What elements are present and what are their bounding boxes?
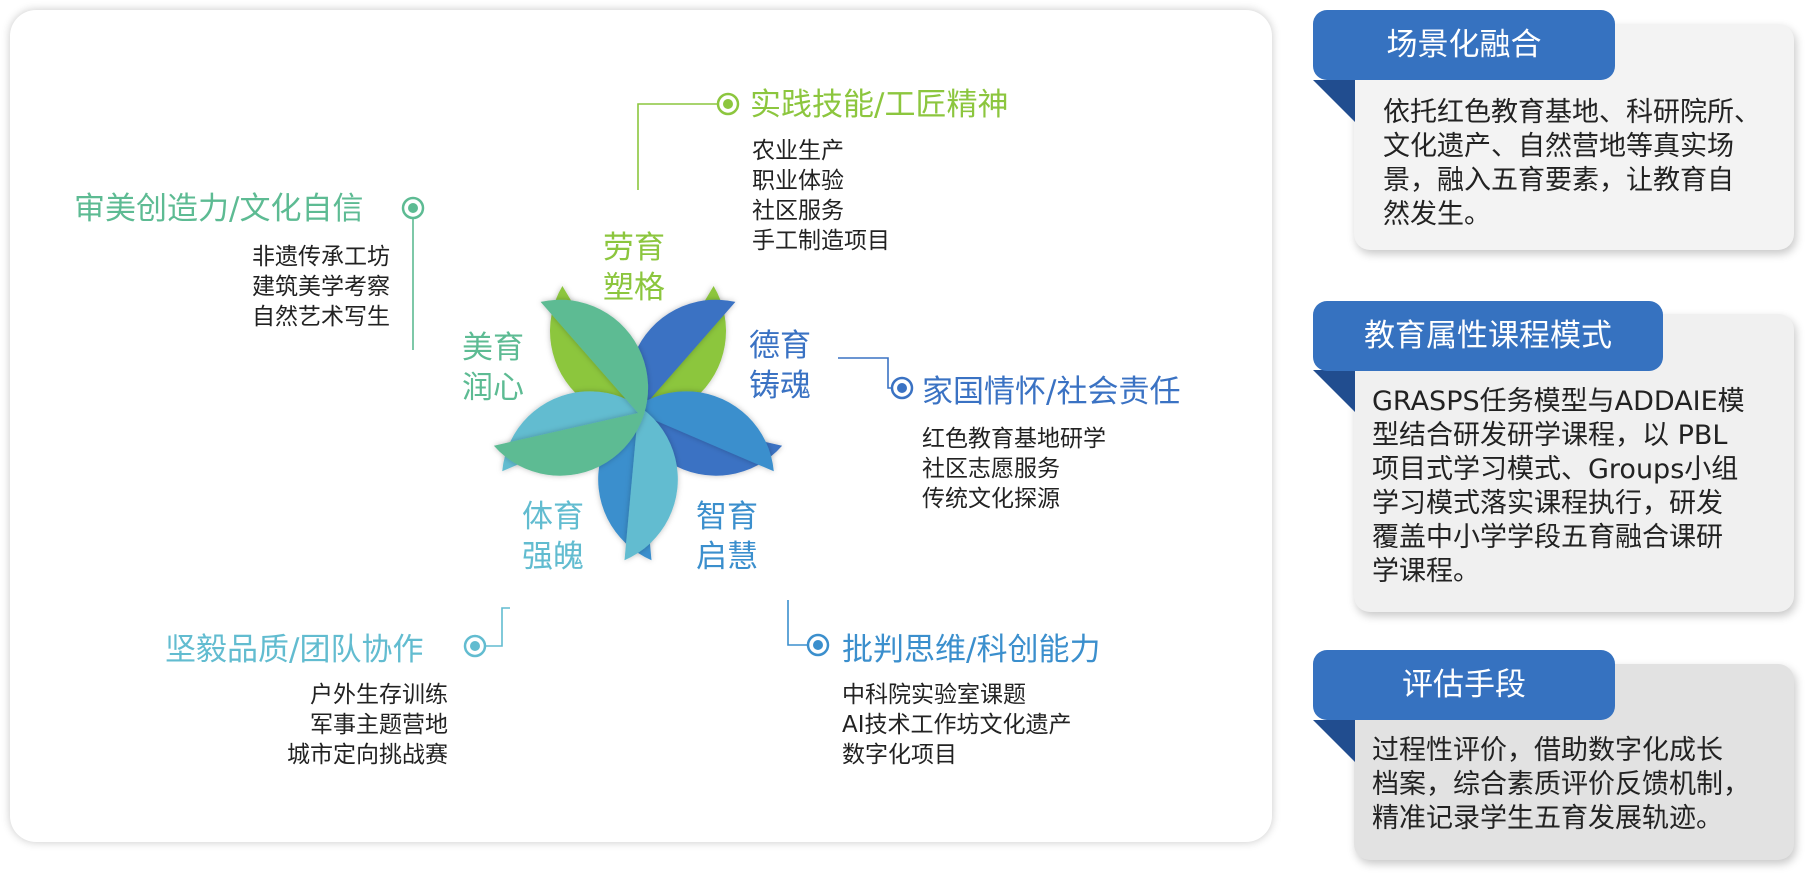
labor-items: 农业生产 职业体验 社区服务 手工制造项目 (752, 136, 890, 256)
intel-heading: 批判思维/科创能力 (842, 632, 1101, 668)
list-item: 户外生存训练 (310, 682, 448, 708)
aesthetic-heading: 审美创造力/文化自信 (74, 191, 364, 227)
petal-center-moral (735, 293, 868, 426)
physical-heading: 坚毅品质/团队协作 (165, 632, 424, 668)
list-item: 手工制造项目 (752, 228, 890, 254)
card-line: 档案，综合素质评价反馈机制， (1372, 769, 1750, 800)
petal-labor (550, 286, 726, 420)
card-line: 学课程。 (1372, 556, 1480, 587)
card-title-course-mode: 教育属性课程模式 (1313, 301, 1663, 371)
moral-items: 红色教育基地研学 社区志愿服务 传统文化探源 (922, 424, 1106, 514)
petal-label-aesthetic: 美育润心 (462, 330, 524, 406)
intel-items: 中科院实验室课题 AI技术工作坊文化遗产 数字化项目 (842, 680, 1072, 770)
marker-dot-intel (813, 640, 823, 650)
card-line: 学习模式落实课程执行，研发 (1372, 488, 1723, 519)
list-item: 中科院实验室课题 (842, 682, 1026, 708)
card-line: 精准记录学生五育发展轨迹。 (1372, 803, 1723, 834)
marker-dot-moral (897, 383, 907, 393)
physical-items: 户外生存训练 军事主题营地 城市定向挑战赛 (240, 680, 448, 770)
list-item: 传统文化探源 (922, 486, 1060, 512)
petal-label-moral: 德育铸魂 (749, 328, 811, 404)
moral-heading: 家国情怀/社会责任 (922, 374, 1181, 410)
petal-center-physical (470, 486, 603, 619)
list-item: 非遗传承工坊 (252, 244, 390, 270)
marker-dot-aesthetic (408, 203, 418, 213)
petal-label-intel: 智育启慧 (696, 499, 758, 575)
list-item: 数字化项目 (842, 742, 957, 768)
card-line: 文化遗产、自然营地等真实场 (1383, 131, 1734, 162)
card-line: 然发生。 (1383, 199, 1491, 230)
card-line: GRASPS任务模型与ADDAIE模 (1372, 386, 1745, 417)
aesthetic-items: 非遗传承工坊 建筑美学考察 自然艺术写生 (180, 242, 390, 332)
card-body-course-mode: GRASPS任务模型与ADDAIE模 型结合研发研学课程，以 PBL 项目式学习… (1372, 385, 1745, 589)
petal-center-aesthetic (408, 293, 541, 426)
petal-moral (627, 299, 783, 476)
list-item: 社区志愿服务 (922, 456, 1060, 482)
list-item: 职业体验 (752, 168, 844, 194)
petal-physical (502, 391, 678, 561)
list-item: 农业生产 (752, 138, 844, 164)
card-line: 覆盖中小学学段五育融合课研 (1372, 522, 1723, 553)
connector-intel (787, 600, 812, 646)
list-item: 城市定向挑战赛 (287, 742, 448, 768)
card-line: 景，融入五育要素，让教育自 (1383, 165, 1734, 196)
list-item: 军事主题营地 (310, 712, 448, 738)
card-line: 项目式学习模式、Groups小组 (1372, 454, 1739, 485)
petal-center-labor (572, 175, 704, 307)
petal-label-physical: 体育强魄 (522, 499, 584, 575)
list-item: 自然艺术写生 (252, 304, 390, 330)
list-item: 社区服务 (752, 198, 844, 224)
connector-labor (637, 103, 722, 190)
marker-dot-physical (470, 641, 480, 651)
card-line: 过程性评价，借助数字化成长 (1372, 735, 1723, 766)
petal-label-labor: 劳育塑格 (603, 230, 665, 306)
marker-dot-labor (723, 99, 733, 109)
connector-physical (482, 607, 510, 647)
petal-aesthetic (493, 299, 649, 476)
card-title-evaluation: 评估手段 (1313, 650, 1615, 720)
card-title-scene-integration: 场景化融合 (1313, 10, 1615, 80)
list-item: 建筑美学考察 (252, 274, 390, 300)
petal-center-intel (673, 486, 806, 619)
card-body-scene-integration: 依托红色教育基地、科研院所、 文化遗产、自然营地等真实场 景，融入五育要素，让教… (1383, 96, 1761, 232)
labor-heading: 实践技能/工匠精神 (750, 87, 1009, 123)
card-body-evaluation: 过程性评价，借助数字化成长 档案，综合素质评价反馈机制， 精准记录学生五育发展轨… (1372, 734, 1750, 836)
list-item: 红色教育基地研学 (922, 426, 1106, 452)
list-item: AI技术工作坊文化遗产 (842, 712, 1072, 738)
card-line: 型结合研发研学课程，以 PBL (1372, 420, 1728, 451)
card-line: 依托红色教育基地、科研院所、 (1383, 97, 1761, 128)
